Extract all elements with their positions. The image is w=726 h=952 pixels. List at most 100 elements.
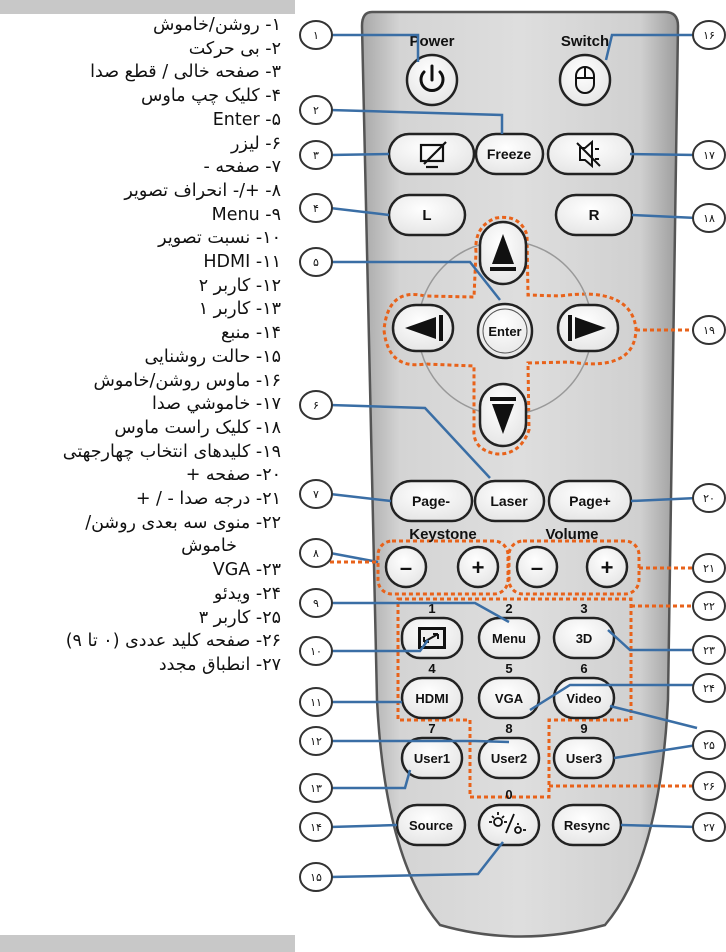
power-label: Power <box>409 33 454 50</box>
plus-icon: + <box>472 555 485 580</box>
svg-text:۱۸: ۱۸ <box>703 212 715 225</box>
resync-label: Resync <box>564 818 610 833</box>
legend-item-22-continued: خاموش <box>181 536 237 557</box>
callout-badge-15: ۱۵ <box>299 862 333 892</box>
key-number-8: 8 <box>505 721 512 736</box>
switch-label: Switch <box>561 33 609 50</box>
down-arrow-button[interactable] <box>478 382 528 448</box>
right-click-button[interactable]: R <box>554 193 634 237</box>
svg-text:۳: ۳ <box>313 149 319 162</box>
menu-label: Menu <box>492 631 526 646</box>
callout-lines <box>329 33 698 879</box>
svg-text:۸: ۸ <box>313 547 319 560</box>
aspect-ratio-button[interactable] <box>400 616 464 660</box>
mute-button[interactable] <box>546 132 635 176</box>
page-up-button[interactable]: Page+ <box>547 479 633 523</box>
legend-item-18: ۱۸- کلیک راست ماوس <box>114 417 281 438</box>
legend-item-20: ۲۰- صفحه + <box>185 465 281 486</box>
callout-badge-5: ۵ <box>299 247 333 277</box>
source-label: Source <box>409 818 453 833</box>
freeze-button[interactable]: Freeze <box>474 132 545 176</box>
user2-button[interactable]: User2 <box>477 736 541 780</box>
enter-button[interactable]: Enter <box>476 302 534 360</box>
source-button[interactable]: Source <box>395 803 467 847</box>
legend-item-4: ۴- کلیک چپ ماوس <box>141 86 281 107</box>
legend-item-11: ۱۱- HDMI <box>203 252 281 273</box>
callout-badge-14: ۱۴ <box>299 812 333 842</box>
legend-item-23: ۲۳- VGA <box>212 560 281 581</box>
keystone-plus-button[interactable]: + <box>456 545 500 589</box>
svg-text:۲۶: ۲۶ <box>703 780 715 793</box>
svg-text:۲۵: ۲۵ <box>703 739 715 752</box>
page-down-button[interactable]: Page- <box>389 479 474 523</box>
user2-label: User2 <box>491 751 527 766</box>
key-number-5: 5 <box>505 661 512 676</box>
callout-badge-3: ۳ <box>299 140 333 170</box>
enter-label: Enter <box>488 324 521 339</box>
legend-item-16: ۱۶- ماوس روشن/خاموش <box>93 370 281 391</box>
right-triangle-icon <box>575 317 606 339</box>
av-mute-button[interactable] <box>387 132 476 176</box>
resync-button[interactable]: Resync <box>551 803 623 847</box>
callout-badge-8: ۸ <box>299 538 333 568</box>
legend-item-7: ۷- صفحه - <box>203 157 281 178</box>
callout-badge-10: ۱۰ <box>299 636 333 666</box>
power-button[interactable] <box>405 53 459 107</box>
minus-icon: – <box>400 555 412 580</box>
callout-badge-24: ۲۴ <box>692 673 726 703</box>
key-number-0: 0 <box>505 787 512 802</box>
hdmi-button[interactable]: HDMI <box>400 676 464 720</box>
3d-button[interactable]: 3D <box>552 616 616 660</box>
left-callout-badges: ۱ ۲ ۳ ۴ ۵ ۶ ۷ ۸ ۹ ۱۰ ۱۱ ۱۲ ۱۳ ۱۴ ۱۵ <box>299 20 333 892</box>
mouse-icon <box>575 66 595 94</box>
switch-button[interactable] <box>558 53 612 107</box>
legend-item-12: ۱۲- کاربر ۲ <box>198 275 281 296</box>
callout-badge-1: ۱ <box>299 20 333 50</box>
keystone-minus-button[interactable]: – <box>384 545 428 589</box>
laser-button[interactable]: Laser <box>473 479 546 523</box>
svg-text:۴: ۴ <box>313 202 319 215</box>
legend-item-13: ۱۳- کاربر ۱ <box>198 299 281 320</box>
menu-button[interactable]: Menu <box>477 616 541 660</box>
callout-badge-6: ۶ <box>299 390 333 420</box>
legend-item-27: ۲۷- انطباق مجدد <box>158 654 281 675</box>
svg-text:۱: ۱ <box>313 29 319 42</box>
callout-badge-18: ۱۸ <box>692 203 726 233</box>
volume-minus-button[interactable]: – <box>515 545 559 589</box>
user3-button[interactable]: User3 <box>552 736 616 780</box>
key-number-6: 6 <box>580 661 587 676</box>
vga-button[interactable]: VGA <box>477 676 541 720</box>
volume-plus-button[interactable]: + <box>585 545 629 589</box>
callout-badge-26: ۲۶ <box>692 771 726 801</box>
brightness-mode-button[interactable] <box>477 803 541 847</box>
svg-text:۱۵: ۱۵ <box>310 871 322 884</box>
up-arrow-button[interactable] <box>478 220 528 286</box>
callout-badge-16: ۱۶ <box>692 20 726 50</box>
blank-screen-icon <box>419 141 447 169</box>
callout-badge-12: ۱۲ <box>299 726 333 756</box>
svg-text:۱۴: ۱۴ <box>310 821 322 834</box>
legend-item-10: ۱۰- نسبت تصویر <box>158 228 281 249</box>
legend-item-21: ۲۱- درجه صدا - / + <box>135 489 281 510</box>
svg-text:۷: ۷ <box>313 488 319 501</box>
volume-label: Volume <box>545 526 598 543</box>
callout-badge-19: ۱۹ <box>692 315 726 345</box>
svg-text:۲۱: ۲۱ <box>703 562 715 575</box>
video-button[interactable]: Video <box>552 676 616 720</box>
svg-text:۲۳: ۲۳ <box>703 644 715 657</box>
legend-item-24: ۲۴- ویدئو <box>213 583 281 604</box>
key-number-2: 2 <box>505 601 512 616</box>
callout-badge-23: ۲۳ <box>692 635 726 665</box>
bottom-gray-bar <box>0 935 295 952</box>
legend-item-3: ۳- صفحه خالی / قطع صدا <box>90 62 281 83</box>
legend-item-15: ۱۵- حالت روشنایی <box>144 346 281 367</box>
user1-button[interactable]: User1 <box>400 736 464 780</box>
hdmi-label: HDMI <box>415 691 448 706</box>
highlight-regions <box>376 215 641 799</box>
legend-item-25: ۲۵- کاربر ۳ <box>198 607 281 628</box>
right-arrow-button[interactable] <box>556 303 620 353</box>
left-click-button[interactable]: L <box>387 193 467 237</box>
user1-label: User1 <box>414 751 450 766</box>
svg-text:۱۷: ۱۷ <box>703 149 715 162</box>
left-arrow-button[interactable] <box>391 303 455 353</box>
